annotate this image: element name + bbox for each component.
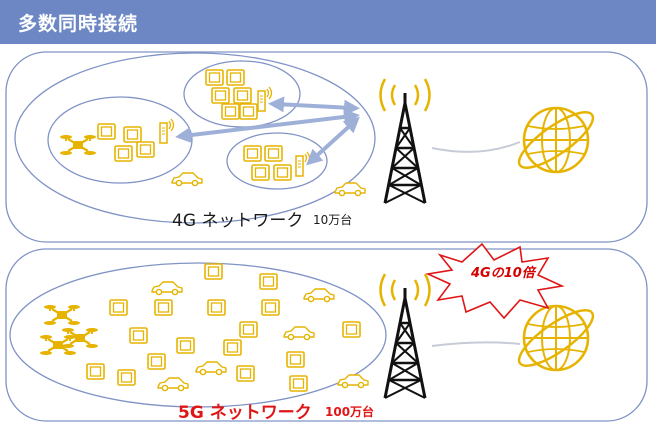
chip-icon [176,337,195,354]
chip-icon [226,69,245,86]
chip-icon [261,299,280,316]
chip-icon [154,299,173,316]
network-5g-coverage-ellipse [9,262,387,408]
chip-icon [97,123,116,140]
chip-icon [204,263,223,280]
chip-icon [109,299,128,316]
chip-icon [123,126,142,143]
chip-icon [205,69,224,86]
bidirectional-arrow-icon [268,96,360,116]
chip-icon [264,145,283,162]
chip-icon [251,164,270,181]
network-4g-label: 4G ネットワーク [172,211,304,231]
network-5g-count: 100万台 [325,405,375,419]
backhaul-link [431,141,521,153]
bidirectional-arrow-icon [306,116,360,166]
chip-icon [236,365,255,382]
starburst-icon [425,242,565,320]
chip-icon [221,103,240,120]
chip-icon [86,363,105,380]
chip-icon [223,339,242,356]
chip-icon [239,103,258,120]
chip-icon [114,145,133,162]
page-title: 多数同時接続 [18,13,139,35]
chip-icon [273,164,292,181]
chip-icon [289,375,308,392]
header-bar: 多数同時接続 [0,0,656,44]
chip-icon [233,87,252,104]
network-4g-count: 10万台 [313,213,353,227]
chip-icon [117,369,136,386]
chip-icon [129,327,148,344]
chip-icon [239,321,258,338]
chip-icon [243,145,262,162]
chip-icon [286,351,305,368]
chip-icon [211,87,230,104]
chip-icon [259,273,278,290]
chip-icon [147,353,166,370]
backhaul-link [431,341,521,347]
network-5g-label: 5G ネットワーク [178,403,312,423]
chip-icon [342,321,361,338]
chip-icon [207,299,226,316]
callout-text: 4Gの10倍 [471,266,535,281]
chip-icon [136,141,155,158]
